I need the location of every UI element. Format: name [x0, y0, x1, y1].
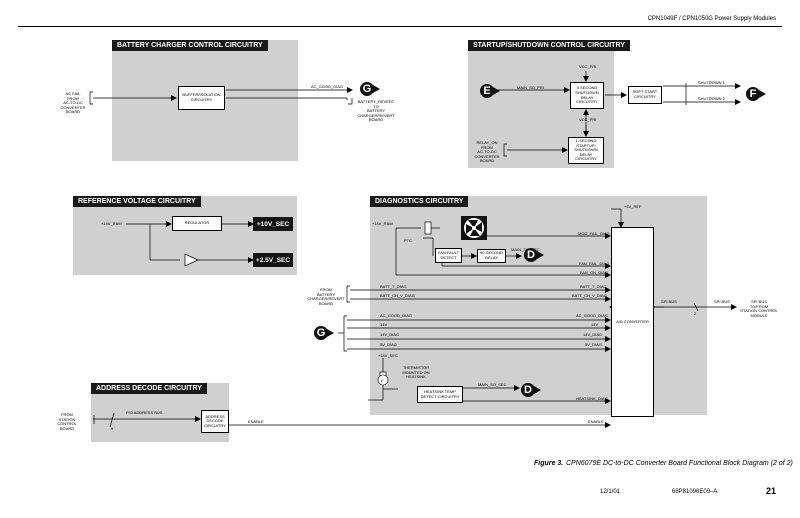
address-bus-width-label: 9: [111, 426, 114, 431]
spi-bus-width-label: 2: [694, 311, 697, 316]
startup-shutdown-delay-box: 1-SECOND STARTUP/ SHUTDOWN DELAY CIRCUIT…: [568, 137, 604, 164]
delay-90-second-box: 90-SECOND DELAY: [477, 249, 506, 263]
connector-e-in: E: [480, 84, 500, 98]
main-so-pri-label: MAIN_SO_PRI: [517, 85, 544, 90]
connector-d-1: D: [524, 248, 544, 262]
shutdown-2-label: SHUTDOWN 2: [698, 96, 725, 101]
ptc-element: [424, 221, 432, 235]
vcc-pri-label-2: VCC_PRI: [579, 117, 597, 122]
fan-fail-diag-label: FAN_FAIL_DIAG: [579, 261, 610, 266]
ptc-label: PTC: [404, 238, 412, 243]
address-decode-box: ADDRESS DECODE CIRCUITRY: [201, 410, 229, 433]
mod-fail-diag-label: MOD_FAIL_DIAG: [578, 231, 610, 236]
regulator-box: REGULATOR: [172, 216, 222, 231]
heatsink-temp-detect-box: HEATSINK TEMP DETECT CIRCUITRY: [417, 386, 463, 403]
buffer-amp: [184, 253, 199, 267]
connector-d-2: D: [521, 383, 541, 397]
battery-input-bracket: [89, 91, 93, 105]
v14-label-right: 14V: [591, 322, 599, 327]
reference-panel-title: REFERENCE VOLTAGE CIRCUITRY: [73, 196, 201, 207]
address-panel-title: ADDRESS DECODE CIRCUITRY: [91, 383, 207, 394]
batt-t-diag-label-left: BATT_T_DIAG: [380, 284, 407, 289]
footer-date: 12/1/01: [600, 489, 621, 495]
fan-on-diag-label: FAN_ON_DIAG: [580, 270, 609, 275]
ad-converter-box: A/D CONVERTER: [611, 227, 654, 417]
output-2-5v-sec: +2.5V_SEC: [253, 253, 293, 267]
shutdown-delay-box: 5 SECOND SHUTDOWN DELAY CIRCUITRY: [570, 82, 604, 109]
footer-doc-number: 68P81096E09–A: [672, 489, 718, 495]
pio-address-bus-label: P/O ADDRESS BUS: [126, 410, 163, 415]
ac-fail-input-label: AC FAIL FROM AC-TO-DC CONVERTER BOARD: [60, 91, 86, 115]
enable-label-1: ENABLE: [248, 419, 264, 424]
output-10v-sec: +10V_SEC: [253, 217, 293, 231]
relay-on-label: RELAY_ON FROM AC-TO-DC CONVERTER BOARD: [474, 140, 500, 164]
batt-revert-bracket: [348, 98, 353, 105]
thermistor-label: THERMISTOR MOUNTED ON HEATSINK: [402, 365, 430, 380]
fan-icon: [461, 216, 487, 240]
thermistor-icon: [377, 374, 389, 386]
heatsink-diag-label: HEATSINK_DIAG: [576, 396, 608, 401]
fan-fault-detect-box: FAN FAULT DETECT: [435, 248, 462, 263]
shutdown-1-label: SHUTDOWN 1: [698, 80, 725, 85]
from-station-control-label: FROM STATION CONTROL BOARD: [57, 412, 77, 431]
v14-label-left: 14V: [380, 322, 388, 327]
spi-bus-label-inner: SPI BUS: [661, 299, 677, 304]
main-so-sec-label-2: MAIN_SO_SEC: [478, 382, 507, 387]
spi-bus-label-outer: SPI BUS: [714, 299, 730, 304]
buffer-isolation-box: BUFFER/ISOLATION CIRCUITRY: [178, 86, 225, 110]
spi-bus-destination-label: SPI BUS TO/FROM STATION CONTROL MODULE: [740, 299, 778, 318]
vcc-pri-label-1: VCC_PRI: [579, 64, 597, 69]
raw-14v-label: +14V_RAW: [101, 221, 122, 226]
page-number: 21: [766, 486, 777, 496]
header-rule: [18, 26, 782, 27]
battery-revert-label: BATTERY_REVERT TO BATTERY CHARGER/REVERT…: [357, 99, 395, 123]
batt-t-diag-label-right: BATT_T_DIAG: [580, 284, 607, 289]
v5-diag-label-right: 5V_DIAG: [585, 342, 602, 347]
ac-good-diag-label-left: AC_GOOD_DIAG: [380, 313, 413, 318]
diagnostics-panel-title: DIAGNOSTICS CIRCUITRY: [370, 196, 469, 207]
battery-panel-title: BATTERY CHARGER CONTROL CIRCUITRY: [112, 40, 268, 51]
document-header: CPN1049F / CPN1050G Power Supply Modules: [647, 16, 776, 22]
connector-g-in: G: [314, 326, 334, 340]
v14-diag-label-right: 14V_DIAG: [583, 332, 603, 337]
enable-label-2: ENABLE: [588, 419, 604, 424]
diag-raw-14v-label: +14V_RAW: [372, 221, 393, 226]
ac-good-diag-label-right: AC_GOOD_DIAG: [576, 313, 609, 318]
relay-bracket: [503, 143, 507, 157]
v5-ref-label: +5V_REF: [624, 204, 642, 209]
v5-diag-label-left: 5V_DIAG: [380, 342, 397, 347]
connector-g-out: G: [360, 82, 380, 96]
from-battery-label: FROM BATTERY CHARGER/REVERT BOARD: [307, 287, 345, 306]
batt-ch-v-diag-label-right: BATT_CH_V_DIAG: [572, 293, 607, 298]
v14-diag-label-left: 14V_DIAG: [380, 332, 400, 337]
soft-start-box: SOFT START CIRCUITRY: [628, 86, 662, 104]
ac-good-diag-label: AC_GOOD_DIAG: [311, 84, 344, 89]
v14-sec-label: +14V_SEC: [378, 353, 398, 358]
startup-panel-title: STARTUP/SHUTDOWN CONTROL CIRCUITRY: [468, 40, 630, 51]
svg-text:t°: t°: [381, 378, 384, 383]
figure-number: Figure 3.: [534, 460, 564, 467]
figure-caption: CPN6079E DC-to-DC Converter Board Functi…: [566, 460, 793, 467]
batt-ch-v-diag-label-left: BATT_CH_V_DIAG: [380, 293, 415, 298]
connector-f-out: F: [746, 87, 766, 101]
